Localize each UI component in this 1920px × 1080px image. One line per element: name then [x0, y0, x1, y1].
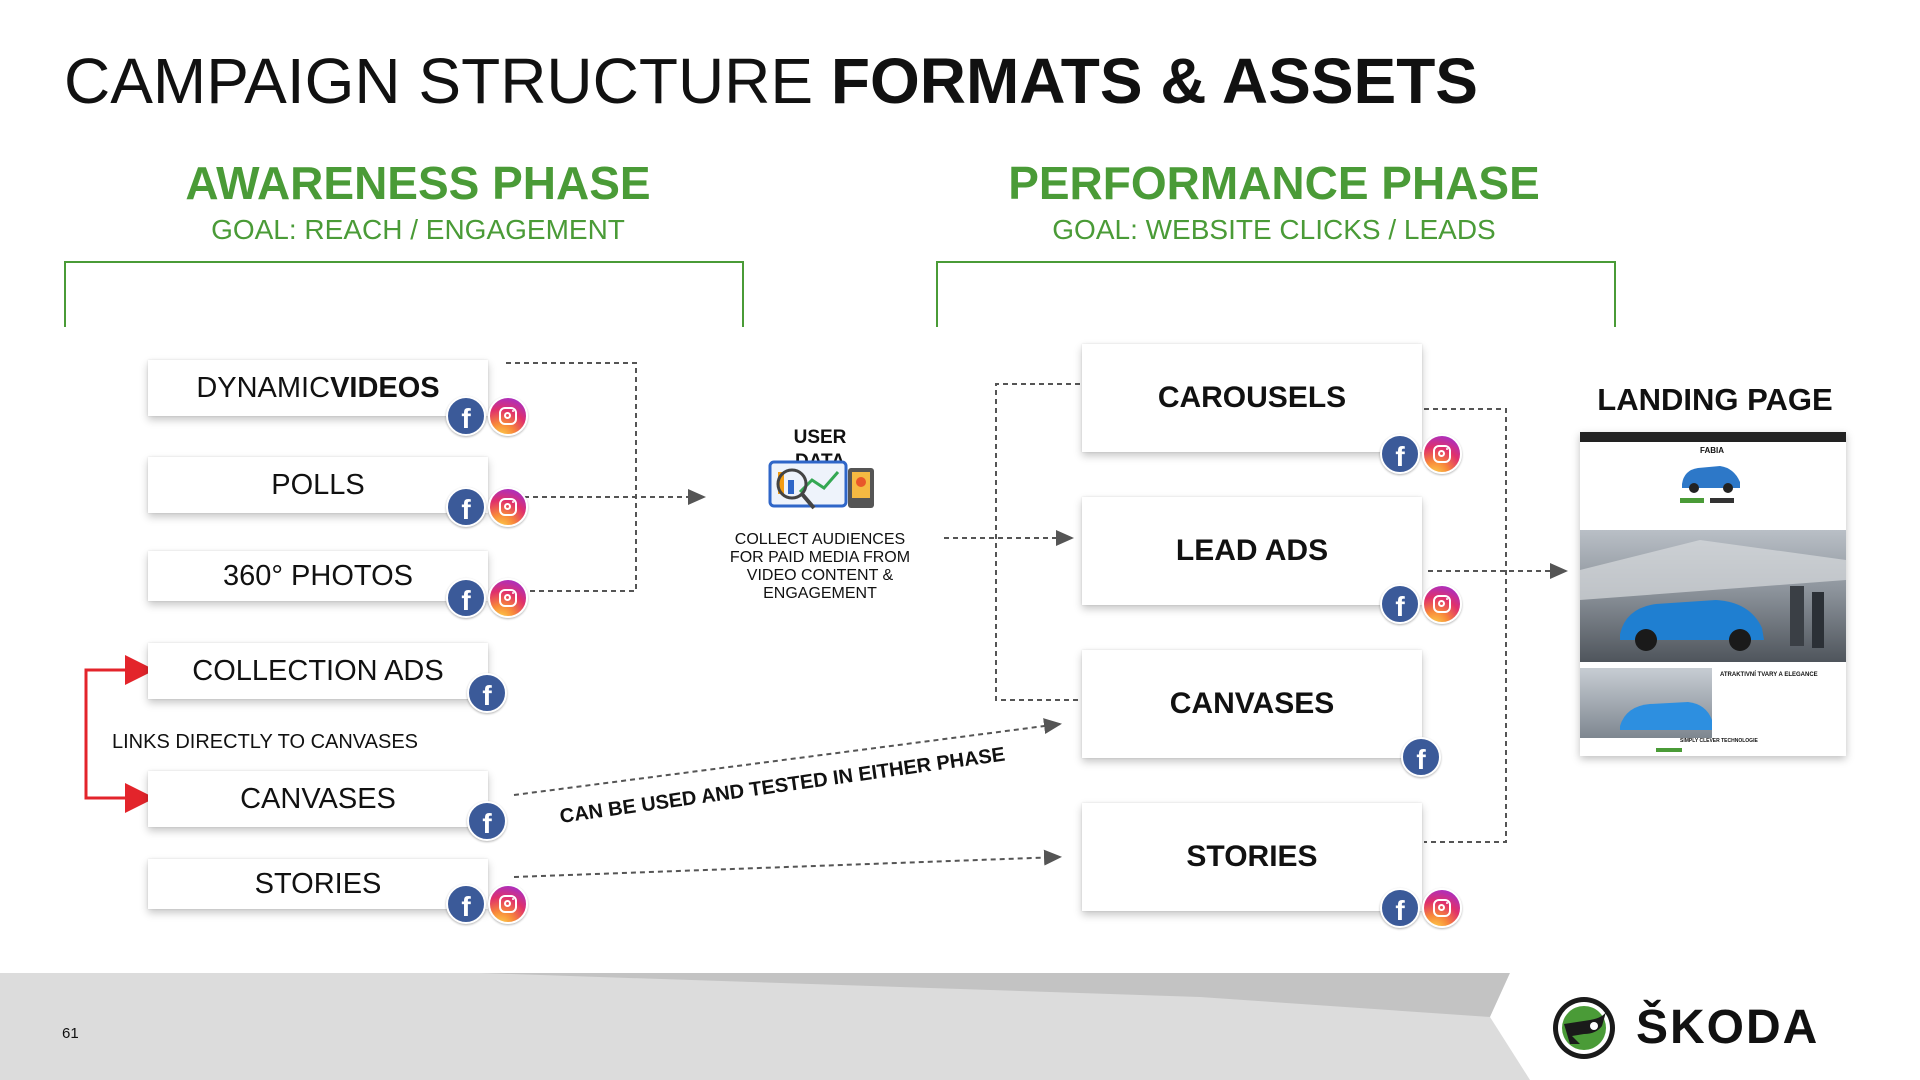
awareness-phase-header: AWARENESS PHASE GOAL: REACH / ENGAGEMENT: [60, 156, 776, 246]
facebook-icon: f: [1380, 434, 1420, 474]
format-carousels: CAROUSELS: [1082, 344, 1422, 452]
dynamic-bold-label: VIDEOS: [330, 371, 440, 404]
user-data-desc-line: FOR PAID MEDIA FROM: [729, 549, 911, 566]
facebook-icon: f: [446, 884, 486, 924]
format-canvases-right: CANVASES: [1082, 650, 1422, 758]
format-stories-right: STORIES: [1082, 803, 1422, 911]
lp-headline: ATRAKTIVNÍ TVARY A ELEGANCE: [1720, 672, 1818, 678]
footer-band: [0, 973, 1920, 1080]
facebook-icon: f: [467, 673, 507, 713]
instagram-icon: [488, 884, 528, 924]
instagram-icon: [488, 396, 528, 436]
awareness-merge-line: [506, 362, 637, 592]
landing-page-label: LANDING PAGE: [1597, 382, 1833, 417]
format-stories-left: STORIES: [148, 859, 488, 909]
user-data-description: COLLECT AUDIENCES FOR PAID MEDIA FROM VI…: [720, 531, 920, 603]
lp-footer-text: SIMPLY CLEVER TECHNOLOGIE: [1680, 738, 1758, 744]
lp-hero-image: [1580, 530, 1846, 662]
user-data-desc-line: COLLECT AUDIENCES: [734, 531, 906, 548]
lp-model: FABIA: [1700, 446, 1724, 455]
facebook-icon: f: [446, 487, 486, 527]
format-360-photos: 360° PHOTOS: [148, 551, 488, 601]
title-light: CAMPAIGN STRUCTURE: [64, 45, 831, 117]
format-polls: POLLS: [148, 457, 488, 513]
facebook-icon: f: [467, 801, 507, 841]
stories-cross-arrow: [513, 849, 1062, 878]
format-lead-ads: LEAD ADS: [1082, 497, 1422, 605]
facebook-icon: f: [446, 396, 486, 436]
lp-car-small-icon: [1682, 466, 1740, 493]
skoda-logo-icon: [1553, 997, 1615, 1059]
instagram-icon: [1422, 584, 1462, 624]
lp-secondary-image: [1580, 668, 1712, 738]
awareness-goal: GOAL: REACH / ENGAGEMENT: [211, 214, 625, 245]
facebook-icon: f: [1380, 584, 1420, 624]
instagram-icon: [1422, 888, 1462, 928]
performance-phase-header: PERFORMANCE PHASE GOAL: WEBSITE CLICKS /…: [932, 156, 1616, 246]
title-bold: FORMATS & ASSETS: [830, 45, 1478, 117]
facebook-icon: f: [1380, 888, 1420, 928]
performance-heading: PERFORMANCE PHASE: [1008, 157, 1540, 209]
user-data-title-line: USER: [793, 427, 847, 448]
landing-page-thumbnail: FABIA ATRAKTIVNÍ TVARY A ELEGANCE SIMPLY…: [1580, 432, 1846, 756]
facebook-icon: f: [446, 578, 486, 618]
brand-name: ŠKODA: [1636, 1001, 1820, 1054]
canvases-cross-arrow: [513, 718, 1062, 796]
page-title: CAMPAIGN STRUCTURE FORMATS & ASSETS: [64, 44, 1478, 118]
format-canvases-left: CANVASES: [148, 771, 488, 827]
instagram-icon: [1422, 434, 1462, 474]
performance-goal: GOAL: WEBSITE CLICKS / LEADS: [1052, 214, 1496, 245]
links-note: LINKS DIRECTLY TO CANVASES: [112, 731, 419, 753]
format-collection-ads: COLLECTION ADS: [148, 643, 488, 699]
user-data-icon: [768, 460, 874, 510]
red-link-bracket: [84, 668, 144, 800]
instagram-icon: [488, 487, 528, 527]
performance-bracket: [936, 261, 1616, 327]
performance-right-bracket-line: [1424, 408, 1507, 843]
instagram-icon: [488, 578, 528, 618]
dynamic-light-label: DYNAMIC: [196, 371, 331, 404]
format-dynamic-videos: DYNAMIC VIDEOS: [148, 360, 488, 416]
performance-left-bracket-line: [995, 383, 1080, 701]
user-data-desc-line: VIDEO CONTENT &: [746, 567, 894, 584]
awareness-heading: AWARENESS PHASE: [185, 157, 651, 209]
page-number: 61: [62, 1025, 79, 1042]
awareness-bracket: [64, 261, 744, 327]
facebook-icon: f: [1401, 737, 1441, 777]
lp-navbar: [1580, 432, 1846, 442]
user-data-desc-line: ENGAGEMENT: [763, 585, 877, 602]
